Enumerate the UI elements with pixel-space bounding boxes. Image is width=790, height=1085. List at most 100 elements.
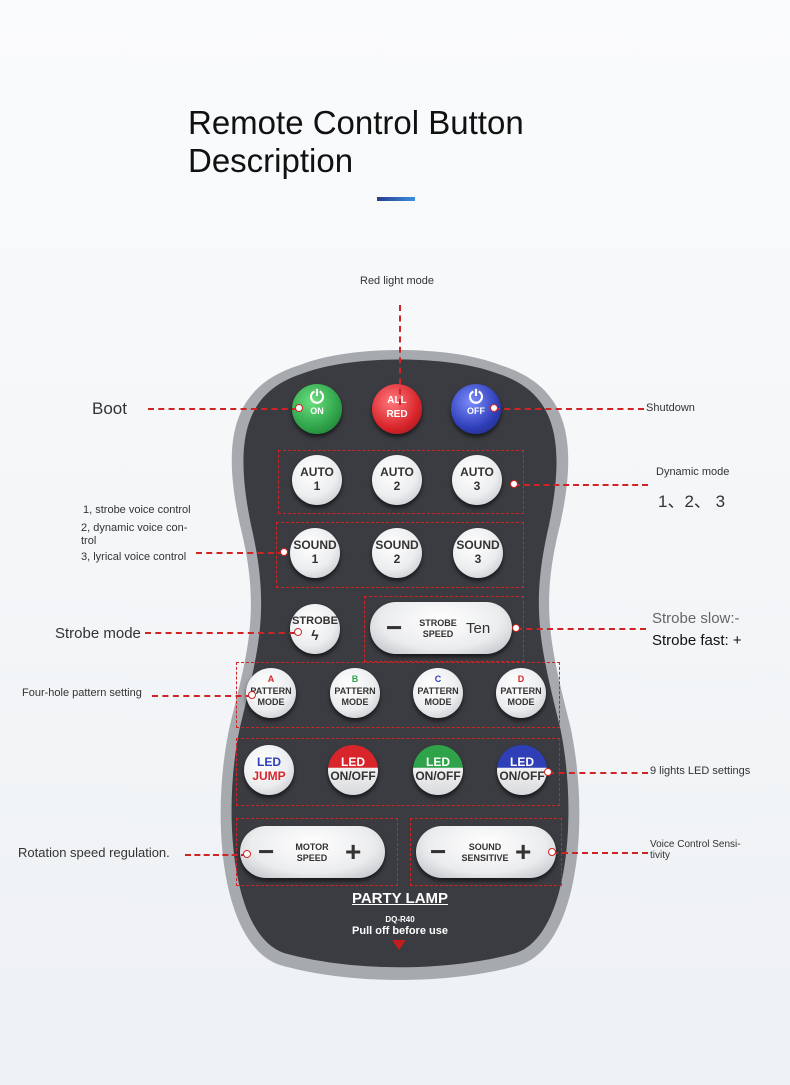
auto-label: AUTO bbox=[460, 465, 494, 479]
model-label: DQ-R40 bbox=[385, 915, 415, 924]
led-red-button[interactable]: LED ON/OFF bbox=[328, 745, 378, 795]
four-hole-label: Four-hole pattern setting bbox=[22, 687, 142, 699]
led-label: LED bbox=[257, 755, 281, 769]
strobe-fast-label: Strobe fast: + bbox=[652, 632, 742, 649]
voice-sens-label-a: Voice Control Sensi- bbox=[650, 839, 741, 850]
sound-label: SOUND bbox=[456, 538, 500, 552]
nine-lights-leader bbox=[548, 772, 648, 774]
strobe-speed-leader bbox=[516, 628, 646, 630]
voice-sens-marker bbox=[548, 848, 556, 856]
strobe-speed-rocker bbox=[370, 602, 512, 654]
page-title: Remote Control Button Description bbox=[188, 104, 524, 179]
voice-2b-label: trol bbox=[81, 535, 97, 547]
onoff-label: ON/OFF bbox=[415, 769, 461, 783]
strobe-mode-leader bbox=[145, 632, 295, 634]
auto-number: 1 bbox=[313, 479, 321, 493]
mode-label: MODE bbox=[424, 697, 452, 707]
pattern-letter: D bbox=[517, 674, 525, 684]
pattern-label: PATTERN bbox=[417, 686, 459, 696]
pattern-d-button[interactable]: D PATTERN MODE bbox=[496, 668, 546, 718]
strobe-slow-label: Strobe slow:- bbox=[652, 610, 740, 627]
strobe-fast-button[interactable]: Ten bbox=[466, 620, 491, 637]
title-underline bbox=[377, 197, 415, 201]
onoff-label: ON/OFF bbox=[499, 769, 545, 783]
strobe-speed-label: STROBE SPEED bbox=[414, 618, 462, 640]
voice-marker bbox=[280, 548, 288, 556]
rotation-marker bbox=[243, 850, 251, 858]
pattern-b-button[interactable]: B PATTERN MODE bbox=[330, 668, 380, 718]
sound-label: SOUND bbox=[293, 538, 337, 552]
motor-minus-button[interactable]: − bbox=[258, 836, 275, 867]
led-blue-button[interactable]: LED ON/OFF bbox=[497, 745, 547, 795]
voice-leader bbox=[196, 552, 284, 554]
strobe-speed-line1: STROBE bbox=[419, 618, 457, 628]
sound-number: 2 bbox=[393, 552, 401, 566]
sound-zone bbox=[276, 522, 524, 588]
pull-off-label: Pull off before use bbox=[352, 925, 448, 937]
mode-label: MODE bbox=[257, 697, 285, 707]
sound-number: 1 bbox=[311, 552, 319, 566]
sound-3-button[interactable]: SOUND 3 bbox=[453, 528, 503, 578]
strobe-label: STROBE bbox=[292, 615, 338, 627]
red-label: RED bbox=[386, 409, 408, 420]
jump-label: JUMP bbox=[252, 769, 286, 783]
strobe-slow-button[interactable]: − bbox=[386, 612, 403, 643]
led-jump-button[interactable]: LED JUMP bbox=[244, 745, 294, 795]
auto-label: AUTO bbox=[380, 465, 414, 479]
dynamic-mode-label: Dynamic mode bbox=[656, 466, 730, 478]
red-light-mode-label: Red light mode bbox=[360, 275, 434, 287]
motor-line2: SPEED bbox=[296, 853, 328, 863]
sound-sens-line2: SENSITIVE bbox=[461, 853, 509, 863]
auto-zone bbox=[278, 450, 524, 514]
led-label: LED bbox=[426, 755, 450, 769]
boot-marker bbox=[295, 404, 303, 412]
on-label: ON bbox=[310, 406, 324, 416]
four-hole-marker bbox=[248, 691, 256, 699]
shutdown-leader bbox=[494, 408, 644, 410]
brand-label: PARTY LAMP bbox=[351, 890, 449, 907]
auto-2-button[interactable]: AUTO 2 bbox=[372, 455, 422, 505]
power-icon: ⏻ bbox=[468, 387, 484, 407]
pattern-letter: A bbox=[267, 674, 275, 684]
motor-plus-button[interactable]: + bbox=[345, 836, 362, 867]
led-label: LED bbox=[510, 755, 534, 769]
auto-number: 2 bbox=[393, 479, 401, 493]
sound-sensitive-label: SOUND SENSITIVE bbox=[460, 842, 510, 864]
sound-minus-button[interactable]: − bbox=[430, 836, 447, 867]
all-label: ALL bbox=[387, 395, 407, 406]
pattern-letter: C bbox=[434, 674, 442, 684]
auto-3-button[interactable]: AUTO 3 bbox=[452, 455, 502, 505]
all-red-button[interactable]: ALL RED bbox=[372, 384, 422, 434]
strobe-mode-marker bbox=[294, 628, 302, 636]
off-label: OFF bbox=[467, 406, 485, 416]
auto-number: 3 bbox=[473, 479, 481, 493]
voice-sens-leader bbox=[552, 852, 648, 854]
down-arrow-icon bbox=[392, 940, 406, 950]
rotation-label: Rotation speed regulation. bbox=[18, 845, 170, 860]
boot-leader bbox=[148, 408, 298, 410]
sound-sensitive-rocker bbox=[416, 826, 556, 878]
voice-1-label: 1, strobe voice control bbox=[83, 504, 191, 516]
sound-1-button[interactable]: SOUND 1 bbox=[290, 528, 340, 578]
red-light-leader bbox=[399, 305, 401, 405]
onoff-label: ON/OFF bbox=[330, 769, 376, 783]
motor-line1: MOTOR bbox=[295, 842, 329, 852]
motor-speed-label: MOTOR SPEED bbox=[288, 842, 336, 864]
motor-speed-rocker bbox=[240, 826, 385, 878]
strobe-speed-line2: SPEED bbox=[422, 629, 454, 639]
lightning-icon: ϟ bbox=[311, 627, 319, 643]
sound-plus-button[interactable]: + bbox=[515, 836, 532, 867]
power-off-button[interactable]: ⏻ OFF bbox=[451, 384, 501, 434]
sound-2-button[interactable]: SOUND 2 bbox=[372, 528, 422, 578]
pattern-letter: B bbox=[351, 674, 359, 684]
pattern-label: PATTERN bbox=[334, 686, 376, 696]
auto-1-button[interactable]: AUTO 1 bbox=[292, 455, 342, 505]
pattern-c-button[interactable]: C PATTERN MODE bbox=[413, 668, 463, 718]
strobe-speed-marker bbox=[512, 624, 520, 632]
boot-label: Boot bbox=[92, 399, 127, 418]
four-hole-leader bbox=[152, 695, 252, 697]
voice-2a-label: 2, dynamic voice con- bbox=[81, 522, 188, 534]
led-green-button[interactable]: LED ON/OFF bbox=[413, 745, 463, 795]
voice-3-label: 3, lyrical voice control bbox=[81, 551, 187, 563]
sound-label: SOUND bbox=[375, 538, 419, 552]
